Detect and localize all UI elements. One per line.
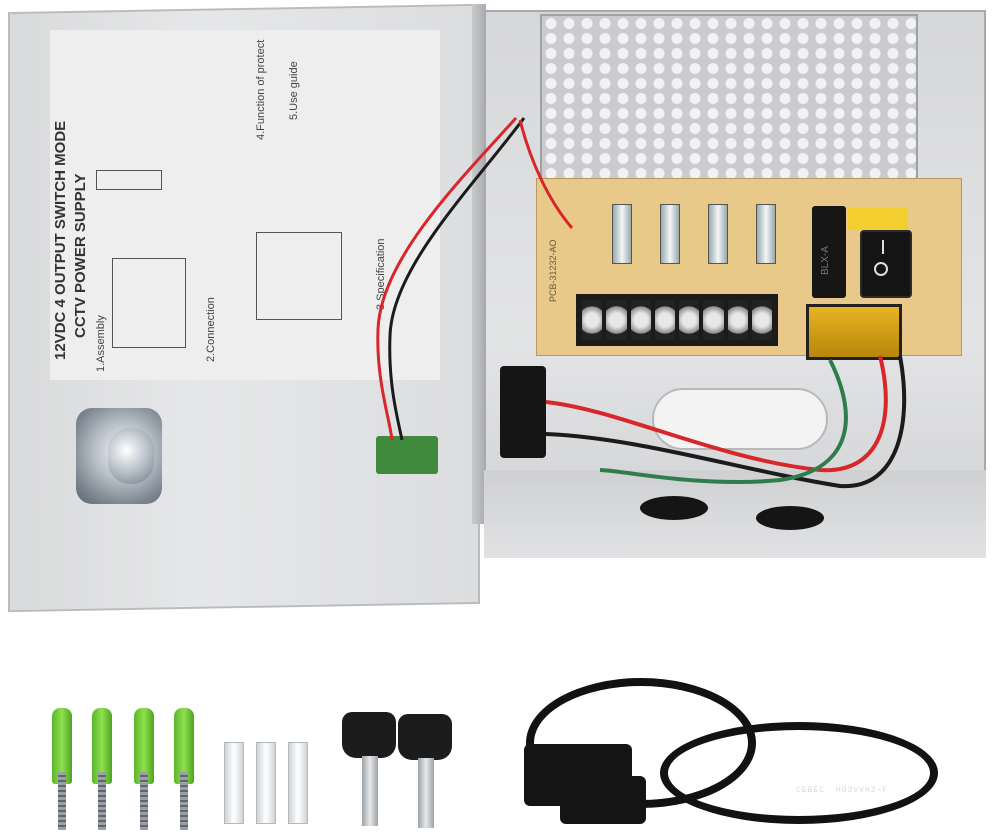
mounting-screw [98, 772, 106, 830]
rubber-grommet [640, 496, 708, 520]
cord-print: CEBEC [796, 786, 826, 795]
side-holes-diagram [96, 170, 162, 190]
mounting-screw [140, 772, 148, 830]
fuse-2 [660, 204, 680, 264]
ac-input-terminal[interactable] [806, 304, 902, 360]
key [342, 712, 396, 758]
us-plug [560, 776, 646, 824]
spare-fuse [224, 742, 244, 824]
terminal-screw[interactable] [703, 300, 724, 340]
wall-anchor [92, 708, 112, 784]
terminal-screw[interactable] [630, 300, 651, 340]
mounting-screw [180, 772, 188, 830]
terminal-screw[interactable] [679, 300, 700, 340]
rubber-grommet [756, 506, 824, 530]
wall-anchor [52, 708, 72, 784]
mounting-screw [58, 772, 66, 830]
wall-anchor [174, 708, 194, 784]
key [398, 714, 452, 760]
fuse-1 [612, 204, 632, 264]
spare-fuse [288, 742, 308, 824]
terminal-screw[interactable] [582, 300, 603, 340]
tamper-switch-board [376, 436, 438, 474]
switch-on-mark [882, 240, 884, 254]
psu-perforated-cover [540, 14, 918, 210]
spare-fuse [256, 742, 276, 824]
instruction-label [50, 30, 440, 380]
key-blade [362, 756, 378, 826]
power-cord-loop [660, 722, 938, 824]
iec-power-inlet[interactable] [500, 366, 546, 458]
switch-off-mark [874, 262, 888, 276]
terminal-screw[interactable] [654, 300, 675, 340]
terminal-screw[interactable] [727, 300, 748, 340]
door-hinge-edge [472, 4, 486, 524]
fuse-3 [708, 204, 728, 264]
fuse-4 [756, 204, 776, 264]
connection-diagram [256, 232, 342, 320]
lock-keyhole [108, 428, 154, 484]
assembly-diagram [112, 258, 186, 348]
x-capacitor [848, 208, 908, 230]
cord-print: HO3VVH2-F [836, 786, 889, 795]
output-terminal-block[interactable] [576, 294, 778, 346]
wall-anchor [134, 708, 154, 784]
terminal-screw[interactable] [606, 300, 627, 340]
relay [812, 206, 846, 298]
terminal-screw[interactable] [751, 300, 772, 340]
enclosure-floor [484, 470, 986, 558]
key-blade [418, 758, 434, 828]
